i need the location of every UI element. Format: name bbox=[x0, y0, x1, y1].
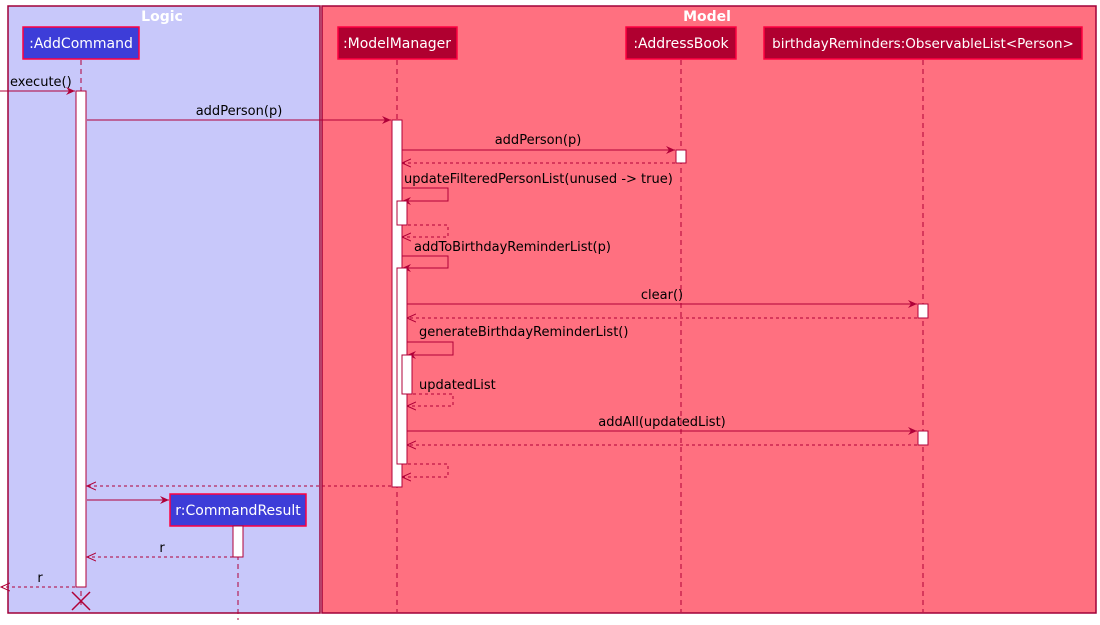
participant-addcommand: :AddCommand bbox=[22, 26, 140, 60]
participant-commandresult: r:CommandResult bbox=[169, 493, 307, 527]
participant-commandresult-label: r:CommandResult bbox=[175, 503, 301, 519]
destroy-icon bbox=[71, 591, 91, 611]
message-addperson-modelmanager-label: addPerson(p) bbox=[196, 104, 283, 119]
message-generate-label: generateBirthdayReminderList() bbox=[419, 325, 628, 340]
message-addperson-modelmanager: addPerson(p) bbox=[87, 104, 391, 124]
activation-reminders-addall bbox=[917, 430, 929, 446]
participant-modelmanager-label: :ModelManager bbox=[343, 36, 451, 52]
message-addperson-addressbook: addPerson(p) bbox=[402, 133, 675, 154]
participant-addressbook: :AddressBook bbox=[625, 26, 737, 60]
message-return-result-label: r bbox=[159, 541, 165, 556]
message-return-execute: r bbox=[1, 571, 75, 587]
message-addall-label: addAll(updatedList) bbox=[598, 415, 726, 430]
message-return-result: r bbox=[87, 541, 233, 557]
box-model-title: Model bbox=[683, 9, 731, 25]
box-model: Model bbox=[321, 5, 1097, 614]
activation-modelmanager-generate bbox=[401, 354, 413, 395]
message-execute: execute() bbox=[0, 75, 75, 95]
message-clear-label: clear() bbox=[641, 288, 683, 303]
participant-modelmanager: :ModelManager bbox=[337, 26, 458, 60]
activation-reminders-clear bbox=[917, 303, 929, 319]
participant-reminders-label: birthdayReminders:ObservableList<Person> bbox=[772, 36, 1074, 52]
message-clear: clear() bbox=[407, 288, 917, 308]
activations bbox=[75, 90, 929, 588]
participant-reminders: birthdayReminders:ObservableList<Person> bbox=[763, 26, 1083, 60]
activation-addressbook bbox=[675, 149, 687, 164]
activation-commandresult bbox=[232, 525, 244, 558]
message-return-update-filtered bbox=[402, 224, 449, 237]
participant-addressbook-label: :AddressBook bbox=[633, 36, 729, 52]
message-update-filtered-label: updateFilteredPersonList(unused -> true) bbox=[404, 172, 673, 187]
message-updated-list-label: updatedList bbox=[419, 378, 496, 393]
message-addperson-addressbook-label: addPerson(p) bbox=[495, 133, 582, 148]
message-return-execute-label: r bbox=[37, 571, 43, 586]
message-generate: generateBirthdayReminderList() bbox=[407, 325, 628, 359]
box-logic-title: Logic bbox=[141, 9, 183, 25]
message-updated-list: updatedList bbox=[407, 378, 496, 406]
participant-addcommand-label: :AddCommand bbox=[29, 36, 133, 52]
activation-addcommand bbox=[75, 90, 87, 588]
message-update-filtered: updateFilteredPersonList(unused -> true) bbox=[402, 172, 673, 205]
message-add-to-reminders-label: addToBirthdayReminderList(p) bbox=[414, 240, 611, 255]
messages: execute() addPerson(p) addPerson(p) upda… bbox=[0, 75, 917, 587]
message-execute-label: execute() bbox=[10, 75, 72, 90]
message-addall: addAll(updatedList) bbox=[407, 415, 917, 435]
message-add-to-reminders: addToBirthdayReminderList(p) bbox=[402, 240, 611, 272]
activation-modelmanager-update bbox=[396, 200, 408, 226]
box-logic: Logic bbox=[7, 5, 321, 614]
